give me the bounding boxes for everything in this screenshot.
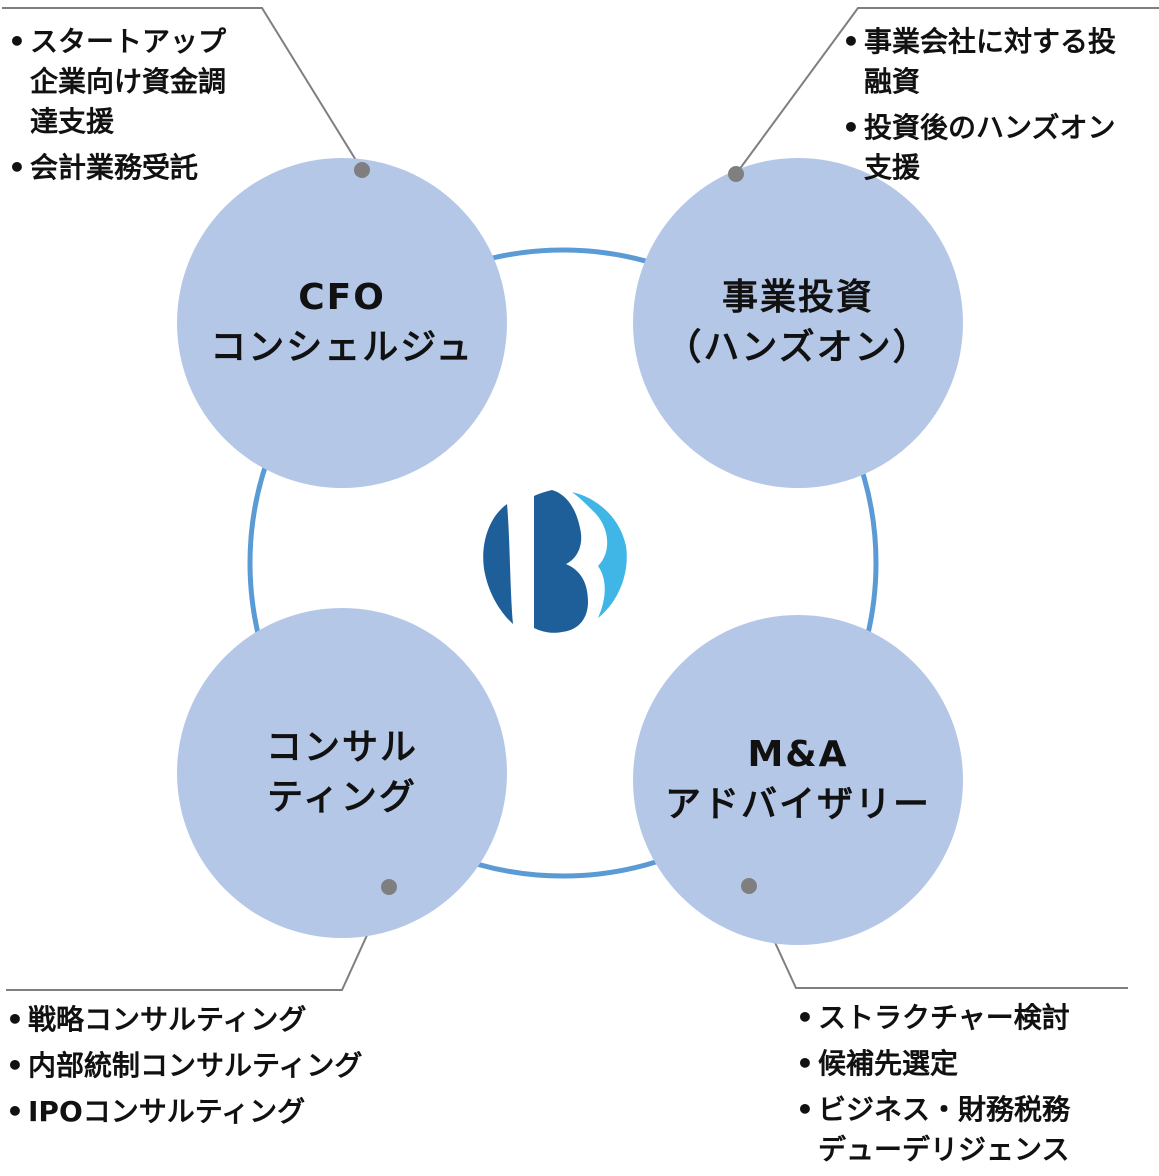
callout-cfo: スタートアップ 企業向け資金調 達支援 会計業務受託 [8,22,268,194]
callout-investment: 事業会社に対する投 融資 投資後のハンズオン 支援 [842,22,1152,194]
callout-consulting-item: 戦略コンサルティング [6,1000,426,1040]
node-ma-line-2: アドバイザリー [664,784,931,825]
leader-line-investment [735,7,1159,175]
callout-ma-item: ビジネス・財務税務 デューデリジェンス [796,1090,1126,1170]
callout-cfo-item: 会計業務受託 [8,148,268,188]
callout-consulting-item: IPOコンサルティング [6,1092,426,1132]
logo-icon [483,490,632,634]
anchor-dot-investment [728,166,744,182]
node-investment-line-1: 事業投資 [721,277,874,318]
node-consulting-line-1: コンサル [265,727,418,768]
node-cfo-line-2: コンシェルジュ [210,327,474,368]
anchor-dot-consulting [381,879,397,895]
node-cfo: CFO コンシェルジュ [177,158,507,488]
node-investment-line-2: （ハンズオン） [665,327,931,368]
node-ma: M&A アドバイザリー [633,615,963,945]
callout-ma: ストラクチャー検討 候補先選定 ビジネス・財務税務 デューデリジェンス [796,998,1126,1176]
node-consulting-line-2: ティング [267,777,417,818]
node-investment: 事業投資 （ハンズオン） [633,158,963,488]
callout-ma-item: ストラクチャー検討 [796,998,1126,1038]
callout-consulting: 戦略コンサルティング 内部統制コンサルティング IPOコンサルティング [6,1000,426,1138]
callout-consulting-item: 内部統制コンサルティング [6,1046,426,1086]
node-consulting: コンサル ティング [177,608,507,938]
anchor-dot-ma [741,878,757,894]
anchor-dot-cfo [354,162,370,178]
central-ring [247,247,879,879]
callout-cfo-item: スタートアップ 企業向け資金調 達支援 [8,22,268,142]
callout-investment-item: 事業会社に対する投 融資 [842,22,1152,102]
node-ma-line-1: M&A [747,734,849,775]
callout-ma-item: 候補先選定 [796,1044,1126,1084]
leader-line-cfo [2,7,363,171]
node-cfo-line-1: CFO [298,277,386,318]
callout-investment-item: 投資後のハンズオン 支援 [842,108,1152,188]
